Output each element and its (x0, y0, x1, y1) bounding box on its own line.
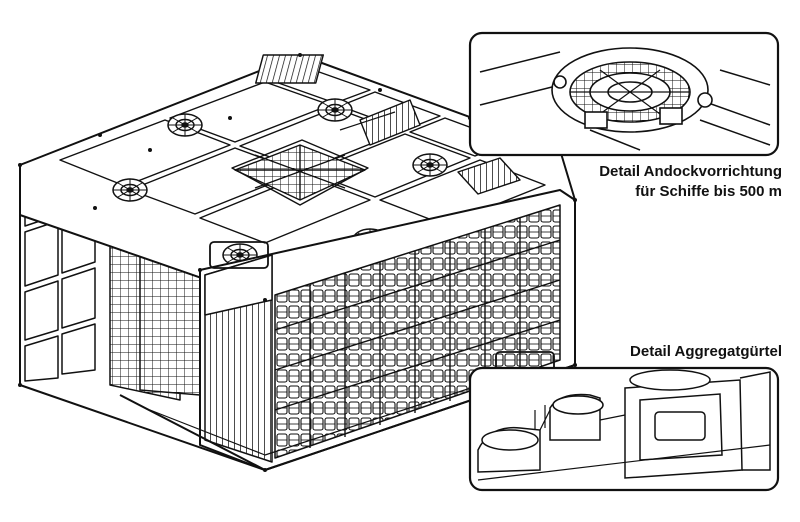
docking-callout-marker (209, 241, 269, 269)
docking-detail-label-line1: Detail Andockvorrichtung (599, 163, 782, 180)
top-grille-right (457, 157, 521, 195)
aggregate-detail-inset (468, 366, 780, 492)
central-hub (231, 139, 369, 206)
docking-detail-label-line2: für Schiffe bis 500 m (635, 183, 782, 200)
station-block (18, 53, 577, 472)
top-grille-rear (254, 54, 325, 84)
docking-detail-inset (468, 31, 780, 157)
frame-rivets (18, 53, 577, 472)
front-cells (274, 204, 561, 459)
front-cell-dividers (274, 218, 561, 448)
aggregate-detail-label: Detail Aggregatgürtel (630, 343, 782, 360)
